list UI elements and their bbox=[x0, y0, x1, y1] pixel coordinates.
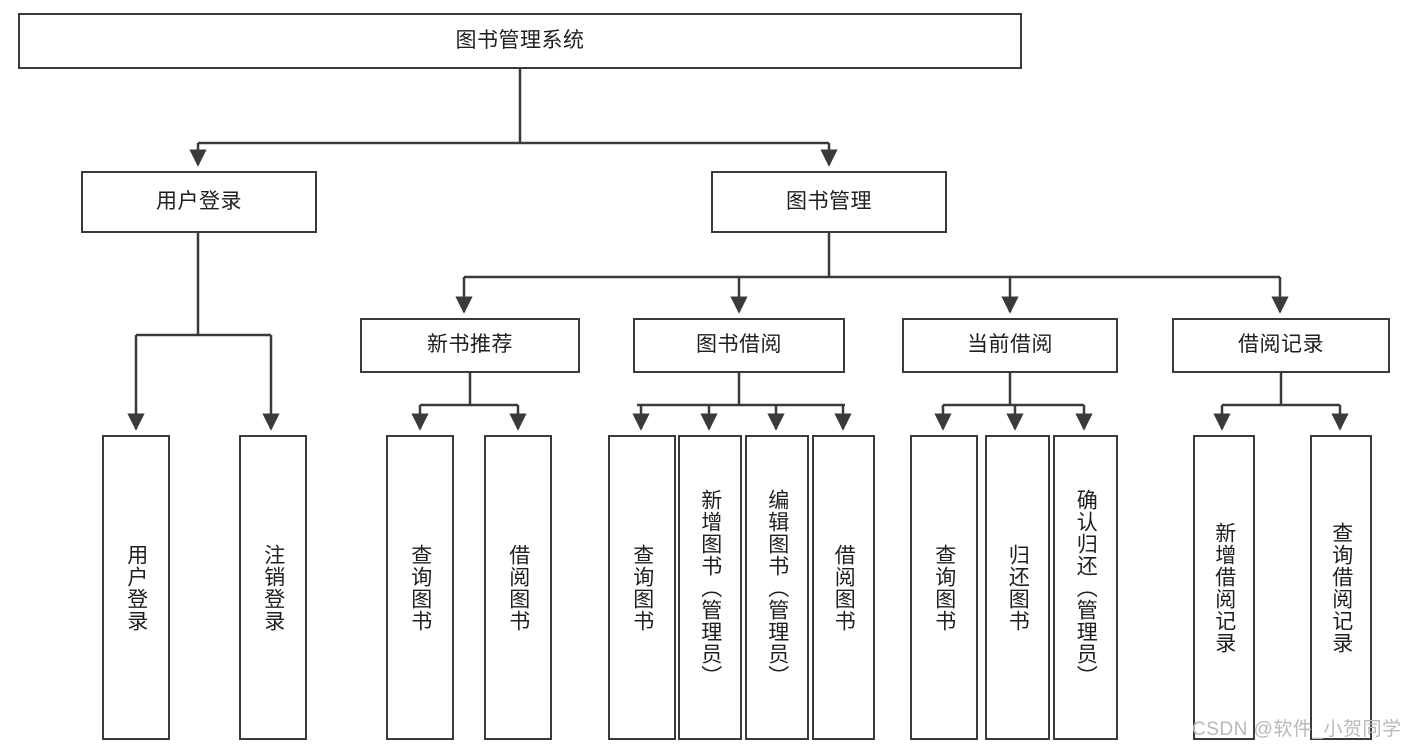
node-leaf-borrow-book-rec-label: 借阅图书 bbox=[506, 543, 530, 632]
node-leaf-confirm-return-label: 确认归还（管理员） bbox=[1074, 488, 1098, 687]
node-leaf-edit-book[interactable]: 编辑图书（管理员） bbox=[745, 435, 809, 740]
node-leaf-query-book-cur[interactable]: 查询图书 bbox=[910, 435, 978, 740]
node-new-book-rec[interactable]: 新书推荐 bbox=[360, 318, 580, 373]
node-leaf-query-book[interactable]: 查询图书 bbox=[608, 435, 676, 740]
node-leaf-add-book-label: 新增图书（管理员） bbox=[698, 488, 722, 687]
node-root[interactable]: 图书管理系统 bbox=[18, 13, 1022, 69]
node-root-label: 图书管理系统 bbox=[455, 28, 585, 52]
node-leaf-query-book-cur-label: 查询图书 bbox=[932, 543, 956, 632]
node-leaf-return-book[interactable]: 归还图书 bbox=[985, 435, 1050, 740]
node-leaf-query-record-label: 查询借阅记录 bbox=[1329, 521, 1353, 654]
node-user-login-label: 用户登录 bbox=[156, 189, 242, 213]
node-book-manage-label: 图书管理 bbox=[786, 189, 872, 213]
node-leaf-borrow-book-rec[interactable]: 借阅图书 bbox=[484, 435, 552, 740]
node-leaf-return-book-label: 归还图书 bbox=[1006, 543, 1030, 632]
node-borrow-record[interactable]: 借阅记录 bbox=[1172, 318, 1390, 373]
node-borrow-record-label: 借阅记录 bbox=[1238, 333, 1324, 357]
node-leaf-borrow-book[interactable]: 借阅图书 bbox=[812, 435, 875, 740]
node-leaf-user-logout[interactable]: 注销登录 bbox=[239, 435, 307, 740]
node-book-manage[interactable]: 图书管理 bbox=[711, 171, 947, 233]
node-leaf-add-record[interactable]: 新增借阅记录 bbox=[1193, 435, 1255, 740]
node-leaf-confirm-return[interactable]: 确认归还（管理员） bbox=[1053, 435, 1118, 740]
node-leaf-user-logout-label: 注销登录 bbox=[261, 543, 285, 632]
node-book-borrow[interactable]: 图书借阅 bbox=[633, 318, 845, 373]
node-leaf-query-book-label: 查询图书 bbox=[630, 543, 654, 632]
node-current-borrow-label: 当前借阅 bbox=[967, 333, 1053, 357]
node-leaf-borrow-book-label: 借阅图书 bbox=[832, 543, 856, 632]
node-current-borrow[interactable]: 当前借阅 bbox=[902, 318, 1118, 373]
node-leaf-query-book-rec-label: 查询图书 bbox=[408, 543, 432, 632]
node-new-book-rec-label: 新书推荐 bbox=[427, 333, 513, 357]
node-leaf-edit-book-label: 编辑图书（管理员） bbox=[765, 488, 789, 687]
node-book-borrow-label: 图书借阅 bbox=[696, 333, 782, 357]
node-leaf-query-book-rec[interactable]: 查询图书 bbox=[386, 435, 454, 740]
node-leaf-query-record[interactable]: 查询借阅记录 bbox=[1310, 435, 1372, 740]
csdn-watermark: CSDN @软件_小贺同学 bbox=[1192, 719, 1402, 740]
node-leaf-add-record-label: 新增借阅记录 bbox=[1212, 521, 1236, 654]
node-leaf-user-login-label: 用户登录 bbox=[124, 543, 148, 632]
node-user-login[interactable]: 用户登录 bbox=[81, 171, 317, 233]
node-leaf-user-login[interactable]: 用户登录 bbox=[102, 435, 170, 740]
node-leaf-add-book[interactable]: 新增图书（管理员） bbox=[678, 435, 742, 740]
